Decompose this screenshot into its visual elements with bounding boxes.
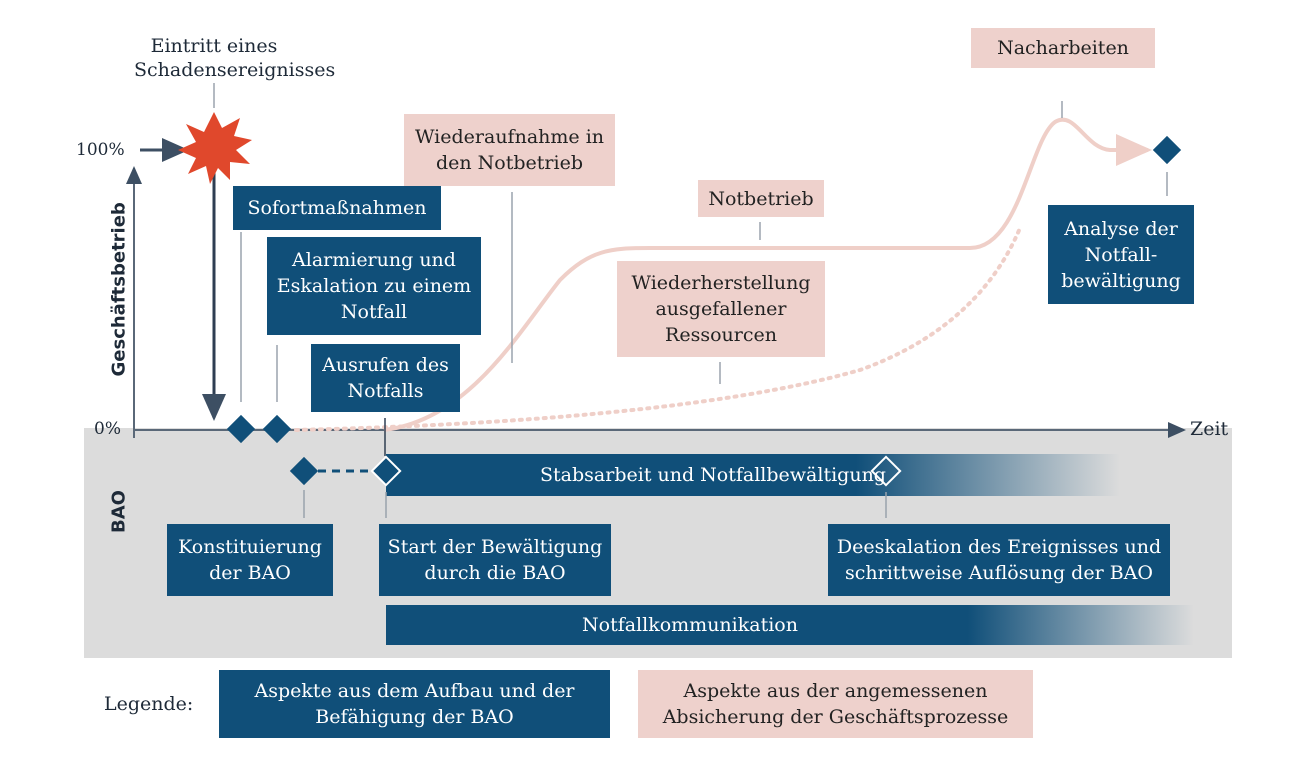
box-konstituierung: Konstituierung der BAO	[167, 524, 333, 596]
notbetrieb-curve	[383, 117, 1152, 432]
box-analyse: Analyse der Notfall- bewältigung	[1048, 205, 1194, 304]
box-wiederherstellung: Wiederherstellung ausgefallener Ressourc…	[617, 261, 825, 357]
diamond-analyse	[1152, 135, 1182, 165]
notfallkommunikation-bar: Notfallkommunikation	[386, 605, 1194, 645]
bao-axis-label: BAO	[108, 490, 130, 533]
event-label: Eintritt eines Schadensereignisses	[134, 35, 336, 81]
explosion-icon	[178, 112, 252, 184]
box-wiederaufnahme: Wiederaufnahme in den Notbetrieb	[404, 114, 615, 186]
y-axis-label: Geschäftsbetrieb	[108, 202, 130, 377]
box-start-bewaeltigung: Start der Bewältigung durch die BAO	[379, 524, 611, 596]
y-top-label: 100%	[76, 140, 125, 160]
stabsarbeit-label: Stabsarbeit und Notfallbewältigung	[540, 464, 886, 486]
stabsarbeit-bar: Stabsarbeit und Notfallbewältigung	[386, 454, 1120, 496]
box-ausrufen: Ausrufen des Notfalls	[311, 344, 460, 412]
diamond-konstituierung	[289, 456, 319, 486]
legend-navy: Aspekte aus dem Aufbau und der Befähigun…	[219, 670, 610, 738]
box-deeskalation: Deeskalation des Ereignisses und schritt…	[828, 524, 1170, 596]
box-nacharbeiten: Nacharbeiten	[971, 28, 1155, 68]
y-bottom-label: 0%	[94, 419, 121, 439]
box-sofortmassnahmen: Sofortmaßnahmen	[233, 186, 441, 230]
x-axis-label: Zeit	[1190, 418, 1229, 440]
box-notbetrieb: Notbetrieb	[698, 180, 824, 217]
recovery-dotted-curve	[294, 226, 1022, 432]
diamond-alarm	[262, 414, 292, 444]
diamond-deeskalation	[870, 455, 902, 487]
legend-pink: Aspekte aus der angemessenen Absicherung…	[638, 670, 1033, 738]
notfallkommunikation-label: Notfallkommunikation	[582, 614, 798, 636]
diamond-start	[370, 455, 402, 487]
diamond-sofort	[226, 414, 256, 444]
box-alarmierung: Alarmierung und Eskalation zu einem Notf…	[267, 237, 481, 335]
legend-title: Legende:	[104, 693, 194, 715]
